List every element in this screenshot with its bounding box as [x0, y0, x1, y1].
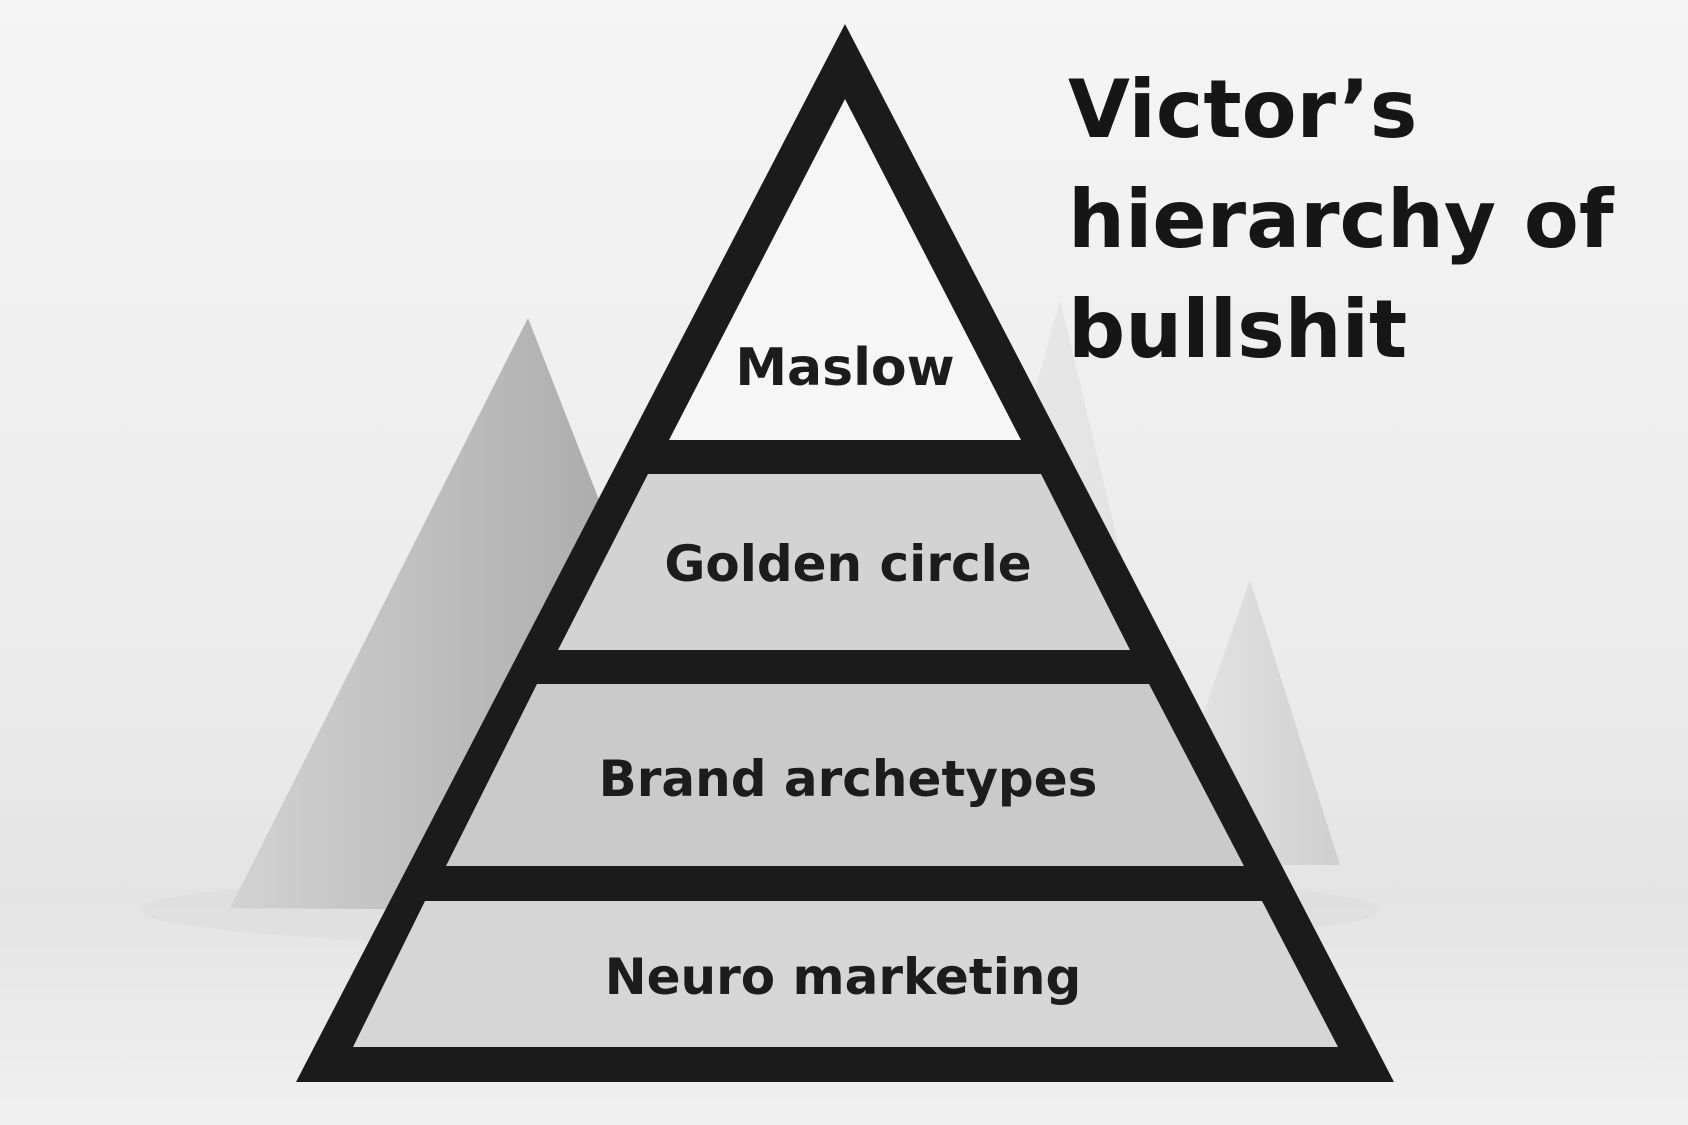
pyramid-tier-1-label: Maslow [735, 338, 954, 398]
title-line-1: Victor’s [1068, 63, 1417, 156]
pyramid-tier-1-fill [669, 99, 1021, 440]
diagram-title: Victor’s hierarchy of bullshit [1068, 63, 1615, 376]
pyramid-tier-2-fill [558, 474, 1130, 650]
pyramid-tier-4-label: Neuro marketing [605, 948, 1082, 1006]
pyramid-tier-4-fill [353, 901, 1338, 1047]
title-line-2: hierarchy of [1068, 173, 1615, 266]
pyramid-tier-3-fill [446, 684, 1244, 866]
title-line-3: bullshit [1068, 283, 1407, 376]
pyramid-tier-2-label: Golden circle [664, 535, 1031, 593]
pyramid-tier-3-label: Brand archetypes [599, 750, 1098, 808]
